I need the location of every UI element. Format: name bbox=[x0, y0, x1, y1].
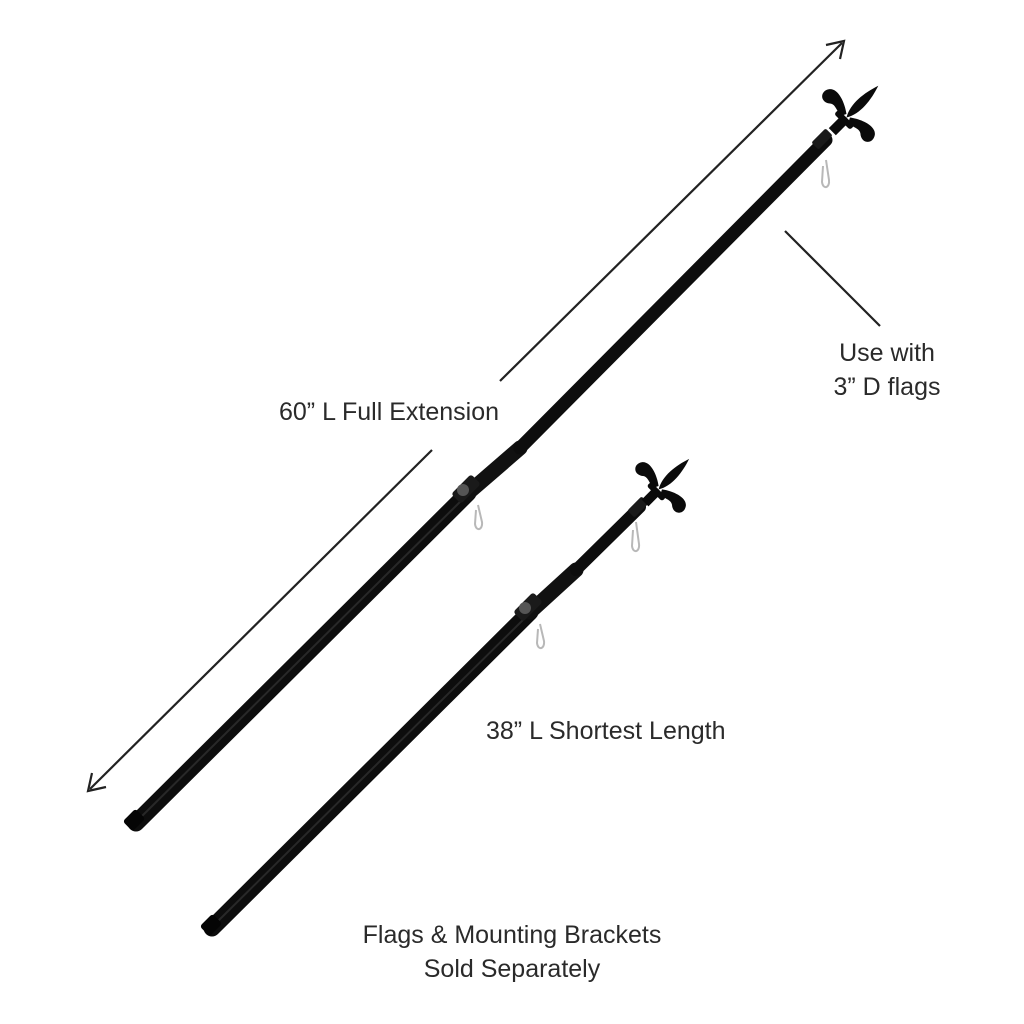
flag-clip-icon bbox=[630, 521, 641, 552]
pole-collar bbox=[514, 593, 542, 621]
short-flag-pole bbox=[200, 435, 713, 937]
sold-separately-line2: Sold Separately bbox=[423, 955, 601, 983]
sold-separately-note: Flags & Mounting Brackets Sold Separatel… bbox=[332, 918, 692, 986]
flag-clip-icon bbox=[820, 159, 831, 188]
callout-pointer bbox=[784, 230, 881, 327]
shortest-length-label: 38” L Shortest Length bbox=[486, 717, 726, 745]
flag-size-note: Use with 3” D flags bbox=[822, 336, 952, 404]
flag-clip-icon bbox=[473, 504, 484, 530]
pole-top-collar bbox=[812, 129, 832, 149]
full-extension-label: 60” L Full Extension bbox=[279, 398, 500, 426]
flag-size-note-line2: 3” D flags bbox=[833, 373, 941, 401]
flag-size-note-line1: Use with bbox=[839, 339, 935, 367]
pole-top-collar bbox=[628, 497, 648, 517]
double-headed-arrow-icon bbox=[86, 39, 846, 793]
sold-separately-line1: Flags & Mounting Brackets bbox=[362, 921, 662, 949]
flag-clip-icon bbox=[535, 623, 546, 649]
pole-collar bbox=[452, 475, 480, 503]
long-flag-pole bbox=[123, 61, 903, 832]
